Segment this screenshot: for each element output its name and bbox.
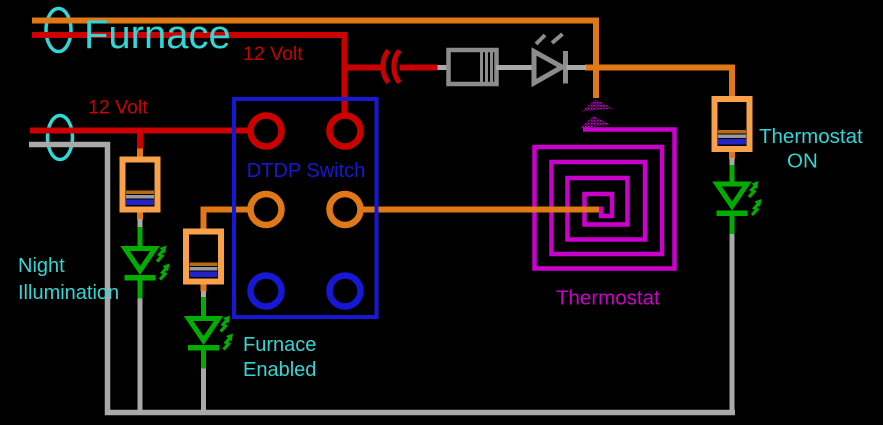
switch-terminal-orange-right — [326, 190, 364, 229]
led-night-illumination — [125, 246, 170, 299]
12v-top-wire — [32, 32, 438, 116]
switch-terminal-blue-right — [326, 272, 364, 310]
resistor-furnace-enabled — [186, 221, 221, 292]
switch-terminal-blue-left — [247, 272, 285, 310]
thermostat-on-label-line2: ON — [787, 150, 818, 173]
wire-break-icon — [380, 48, 402, 85]
12v-left-wire — [30, 127, 250, 150]
striped-component-box — [437, 47, 534, 87]
ground-bus-wire — [29, 141, 735, 416]
volt-top-label: 12 Volt — [243, 43, 303, 65]
furnace-enabled-label-line1: Furnace — [243, 334, 316, 356]
volt-left-label: 12 Volt — [88, 97, 148, 119]
night-illumination-label-line1: Night — [18, 255, 65, 277]
switch-terminal-red-right — [326, 112, 364, 150]
heat-arrow-icon — [581, 99, 613, 112]
switch-terminal-red-left — [247, 112, 285, 150]
switch-terminal-orange-left — [247, 190, 285, 229]
furnace-title: Furnace — [84, 13, 231, 57]
thermostat-on-feed-wire — [585, 64, 735, 100]
gray-led-icon — [531, 32, 586, 88]
furnace-enabled-label-line2: Enabled — [243, 359, 316, 381]
cable-marker-icon — [44, 6, 73, 54]
resistor-night-illumination — [123, 149, 158, 220]
heat-arrow-icon — [579, 116, 611, 129]
cable-marker-icon — [45, 113, 75, 162]
thermostat-coil — [532, 99, 677, 271]
thermostat-on-label-line1: Thermostat — [759, 125, 863, 148]
resistor-thermostat-on — [715, 88, 750, 159]
furnace-hot-air-wire — [32, 17, 599, 98]
led-thermostat-on — [717, 181, 762, 234]
dtdp-switch-label: DTDP Switch — [247, 160, 366, 182]
dtdp-switch-box — [232, 97, 379, 319]
led-furnace-enabled — [188, 316, 233, 369]
thermostat-label: Thermostat — [556, 287, 660, 310]
night-illumination-label-line2: Illumination — [18, 282, 119, 304]
